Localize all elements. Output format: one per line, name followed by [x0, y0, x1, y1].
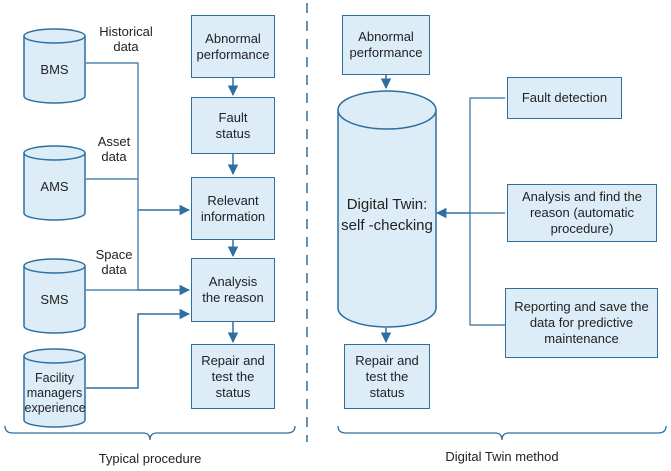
relevant-information-label: Relevant information — [200, 192, 266, 224]
digital-twin-method-caption: Digital Twin method — [445, 449, 559, 464]
cylinder-icon — [23, 28, 86, 104]
connector-bms — [86, 62, 139, 290]
cylinder-icon — [23, 258, 86, 334]
historical-data-label: Historical data — [99, 24, 153, 54]
facility-experience-database: Facility managers experience — [23, 348, 86, 428]
reporting-label: Reporting and save the data for predicti… — [514, 299, 649, 346]
relevant-information-box: Relevant information — [191, 177, 275, 240]
repair-test-box: Repair and test the status — [191, 344, 275, 409]
abnormal-performance-box: Abnormal performance — [191, 15, 275, 78]
bms-label: BMS — [40, 62, 69, 77]
dt-repair-test-box: Repair and test the status — [344, 344, 430, 409]
reporting-box: Reporting and save the data for predicti… — [505, 288, 658, 358]
sms-label: SMS — [40, 292, 69, 307]
abnormal-performance-label: Abnormal performance — [196, 30, 270, 62]
connector-bus — [469, 97, 505, 326]
fault-status-box: Fault status — [191, 97, 275, 154]
cylinder-icon — [23, 145, 86, 221]
cylinder-icon — [337, 90, 437, 328]
fault-detection-label: Fault detection — [521, 90, 608, 105]
dt-abnormal-performance-box: Abnormal performance — [342, 15, 430, 75]
cylinder-icon — [23, 348, 86, 428]
analysis-reason-label: Analysis the reason — [202, 274, 264, 305]
arrow-facility-to-analysis — [86, 308, 191, 389]
digital-twin-core-label: Digital Twin: self -checking — [341, 196, 433, 234]
sms-database: SMS — [23, 258, 86, 334]
brace-digital-twin — [337, 425, 667, 441]
digital-twin-core: Digital Twin: self -checking — [337, 90, 437, 328]
typical-procedure-caption: Typical procedure — [98, 451, 202, 466]
asset-data-label: Asset data — [97, 134, 131, 164]
repair-test-label: Repair and test the status — [201, 352, 265, 400]
analysis-automatic-label: Analysis and find the reason (automatic … — [522, 189, 642, 236]
space-data-label: Space data — [95, 247, 133, 277]
ams-database: AMS — [23, 145, 86, 221]
ams-label: AMS — [40, 179, 69, 194]
facility-label: Facility managers experience — [24, 370, 86, 415]
analysis-reason-box: Analysis the reason — [191, 258, 275, 322]
fault-status-label: Fault status — [215, 109, 251, 141]
dt-abnormal-performance-label: Abnormal performance — [349, 29, 423, 60]
bms-database: BMS — [23, 28, 86, 104]
brace-typical — [4, 425, 296, 441]
dt-repair-test-label: Repair and test the status — [355, 352, 419, 400]
analysis-automatic-box: Analysis and find the reason (automatic … — [507, 184, 657, 242]
fault-detection-box: Fault detection — [507, 77, 622, 119]
